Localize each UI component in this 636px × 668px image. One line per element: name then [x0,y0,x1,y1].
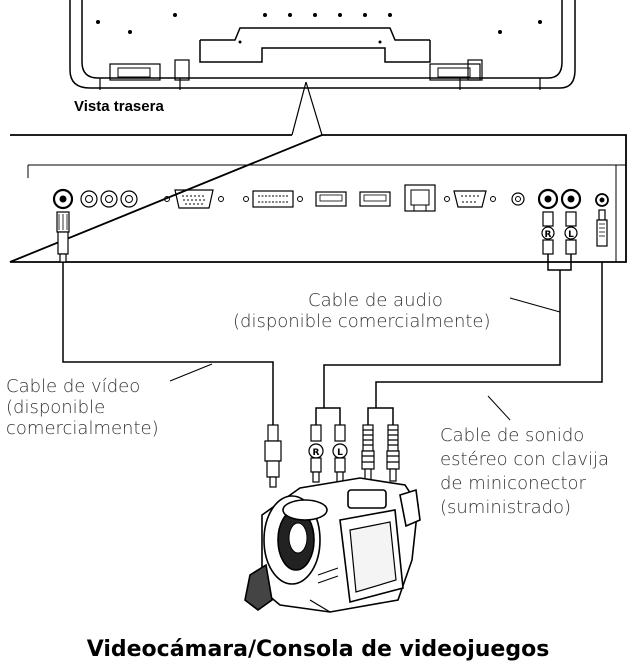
audio-cable-label: Cable de audio (disponible comercialment… [233,290,491,332]
stereo-cable-label: Cable de sonido estéreo con clavija de m… [440,424,609,520]
zoom-lines [291,81,323,136]
camcorder-illustration [244,477,421,613]
audio-cable-line [315,254,572,425]
stereo-cable-label-line-3: de miniconector [440,473,586,494]
device-mark-r: R [313,448,320,458]
mark-circles [308,226,578,459]
monitor-rear [69,0,576,90]
device-plugs [264,424,400,488]
panel-mark-r: R [545,230,552,240]
stereo-cable-line [367,262,603,425]
panel-mark-l: L [568,230,574,240]
monitor-screws [96,13,542,44]
cables [62,254,603,425]
terminal-panel [9,134,627,263]
audio-cable-label-line-1: Cable de audio [308,290,443,311]
device-mark-l: L [337,448,343,458]
stereo-plug-stripes [362,429,399,463]
terminal-connectors [52,184,609,212]
stereo-cable-label-line-4: (suministrado) [440,497,572,518]
video-cable-label-line-2: (disponible [6,397,106,418]
leader-lines [169,297,561,421]
video-cable-line [62,262,274,425]
audio-cable-label-line-2: (disponible comercialmente) [233,311,491,332]
stereo-cable-label-line-1: Cable de sonido [440,425,585,446]
video-cable-label: Cable de vídeo (disponible comercialment… [6,376,159,439]
panel-plugs [56,209,608,263]
stereo-cable-label-line-2: estéreo con clavija [440,449,610,470]
video-cable-label-line-1: Cable de vídeo [6,376,141,397]
rear-view-label: Vista trasera [74,98,164,115]
device-caption: Videocámara/Consola de videojuegos [86,637,550,662]
video-cable-label-line-3: comercialmente) [6,418,159,439]
